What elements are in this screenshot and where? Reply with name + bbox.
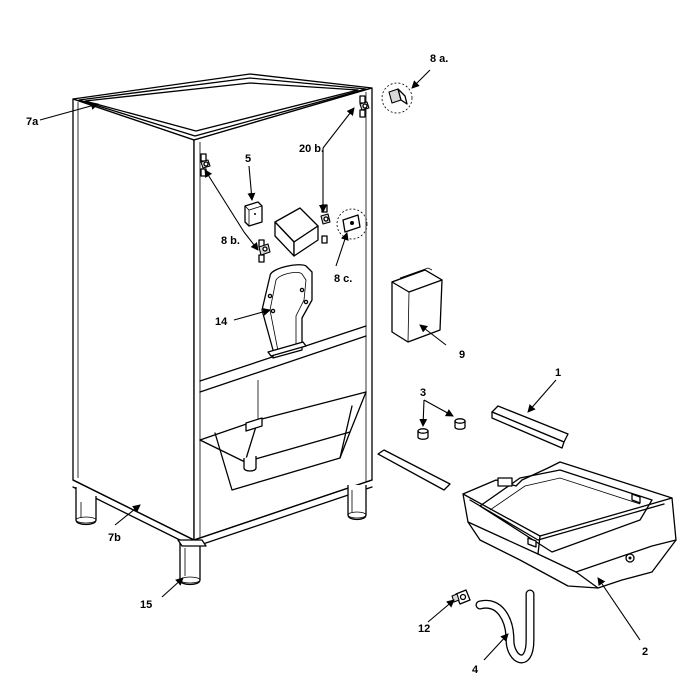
callout-3: 3 [420,387,426,399]
callout-14: 14 [215,316,228,328]
hinge-8b-top [200,159,211,169]
leader-20b-a [322,107,355,149]
callout-20b: 20 b. [299,143,324,155]
callout-8c: 8 c. [334,273,352,285]
part-3-feet [417,418,466,440]
leader-9 [419,324,447,346]
hinge-8b-lower [258,243,271,256]
leader-4 [483,633,509,661]
part-4-drain-hose [475,589,535,664]
callout-labels: 7a 8 a. 20 b. 5 8 b. 8 c. 14 9 1 3 7b 15… [26,53,648,676]
leader-8a [411,69,431,89]
sensor-block [274,207,319,257]
callout-12: 12 [418,623,430,635]
leader-3-b [423,399,454,417]
callout-15: 15 [140,599,152,611]
part-5-switch-box [244,201,263,227]
hinge-20b-top [359,101,370,111]
callout-8a: 8 a. [430,53,448,65]
inner-leg [243,456,257,472]
leader-8b-b [243,231,259,251]
leg-front-left [177,539,207,586]
leader-15 [161,577,184,598]
leader-1 [527,379,557,413]
cabinet-left-panel [72,98,195,541]
leader-8b-a [204,169,245,233]
leg-rear-left [75,487,97,526]
leader-12 [427,599,455,623]
callout-9: 9 [459,349,465,361]
leader-lines [39,69,641,661]
part-8c-detail [336,208,368,240]
callout-8b: 8 b. [221,235,240,247]
leg-front-right [347,485,367,521]
hinge-20b-mid [320,213,331,225]
part-8a-detail [381,82,413,114]
part-12-fitting [451,589,471,605]
leader-14 [233,308,271,321]
leader-2 [597,577,641,641]
leader-7b [114,504,141,526]
callout-4: 4 [472,664,479,676]
part-14-chute [261,264,313,359]
callout-5: 5 [245,153,251,165]
part-1-bracket [491,405,569,449]
callout-7b: 7b [108,532,121,544]
part-9-cover [391,267,443,343]
callout-1: 1 [555,367,561,379]
leader-8c [335,232,349,267]
callout-2: 2 [642,646,648,658]
base-rail [377,449,451,491]
cabinet [72,73,373,586]
part-2-drip-tray [462,461,677,589]
callout-7a: 7a [26,116,39,128]
leader-5 [247,165,256,201]
leader-7a [39,102,99,121]
leader-3-a [419,399,428,427]
